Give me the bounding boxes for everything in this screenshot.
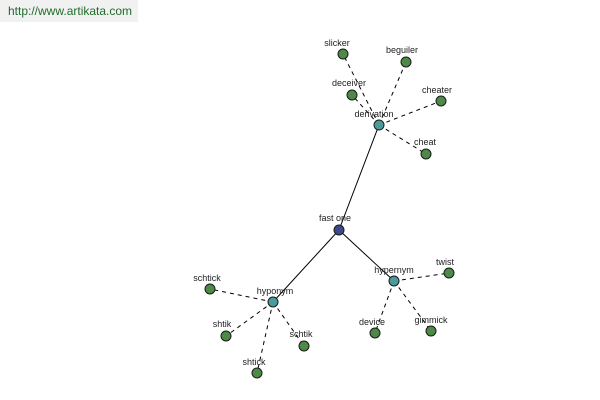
node-label-cheat: cheat	[414, 137, 437, 147]
node-fast-one[interactable]	[333, 224, 345, 236]
node-derivation[interactable]	[373, 119, 385, 131]
edge-hyponym-shtik	[225, 301, 274, 337]
node-label-hyponym: hyponym	[257, 286, 294, 296]
node-device[interactable]	[369, 327, 381, 339]
edges-layer	[209, 53, 450, 374]
node-schtick[interactable]	[204, 283, 216, 295]
edge-hyponym-schtick	[209, 288, 274, 303]
node-gimmick[interactable]	[425, 325, 437, 337]
node-label-schtik: schtik	[289, 329, 313, 339]
node-shtick[interactable]	[251, 367, 263, 379]
node-label-cheater: cheater	[422, 85, 452, 95]
edge-derivation-deceiver	[351, 94, 380, 126]
edge-hypernym-gimmick	[393, 280, 432, 332]
node-label-shtick: shtick	[242, 357, 266, 367]
edge-derivation-cheater	[378, 100, 442, 126]
node-beguiler[interactable]	[400, 56, 412, 68]
edge-derivation-beguiler	[378, 61, 407, 126]
edge-fast-one-hypernym	[338, 229, 395, 282]
node-slicker[interactable]	[337, 48, 349, 60]
node-schtik[interactable]	[298, 340, 310, 352]
node-label-schtick: schtick	[193, 273, 221, 283]
node-label-fast-one: fast one	[319, 213, 351, 223]
node-hypernym[interactable]	[388, 275, 400, 287]
labels-layer: fast one derivation hyponym hypernym slicker…	[193, 38, 454, 367]
edge-hypernym-device	[374, 280, 395, 334]
node-label-beguiler: beguiler	[386, 45, 418, 55]
edge-derivation-slicker	[342, 53, 380, 126]
nodes-layer	[204, 48, 455, 379]
node-twist[interactable]	[443, 267, 455, 279]
node-cheat[interactable]	[420, 148, 432, 160]
node-label-shtik: shtik	[213, 319, 232, 329]
edge-derivation-cheat	[378, 124, 427, 155]
node-label-deceiver: deceiver	[332, 78, 366, 88]
node-label-hypernym: hypernym	[374, 265, 414, 275]
node-shtik[interactable]	[220, 330, 232, 342]
watermark-url: http://www.artikata.com	[0, 0, 138, 22]
node-label-device: device	[359, 317, 385, 327]
node-label-derivation: derivation	[354, 109, 393, 119]
node-deceiver[interactable]	[346, 89, 358, 101]
edge-fast-one-derivation	[338, 124, 380, 231]
node-hyponym[interactable]	[267, 296, 279, 308]
node-label-slicker: slicker	[324, 38, 350, 48]
node-cheater[interactable]	[435, 95, 447, 107]
edge-hypernym-twist	[393, 272, 450, 282]
edge-hyponym-schtik	[272, 301, 305, 347]
edge-fast-one-hyponym	[272, 229, 340, 303]
node-label-twist: twist	[436, 257, 454, 267]
node-label-gimmick: gimmick	[415, 315, 448, 325]
